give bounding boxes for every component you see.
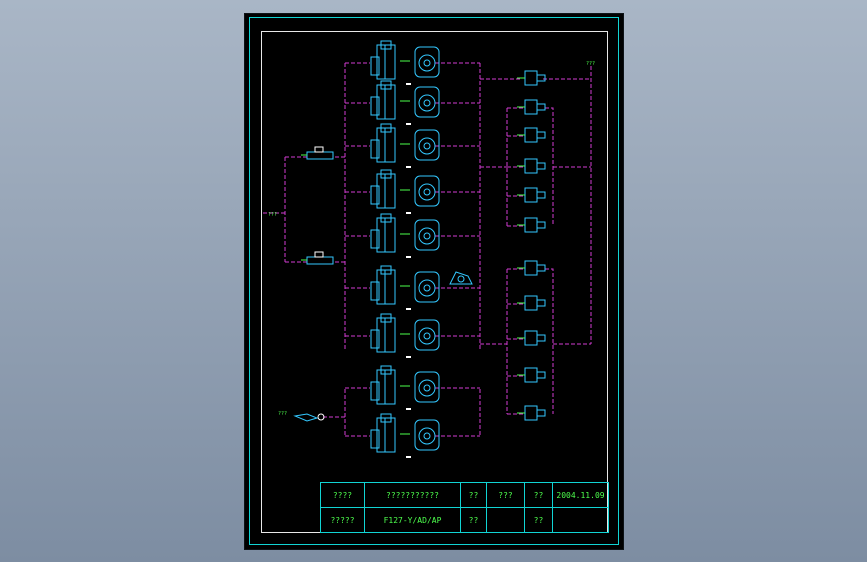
reducer-icon [517, 260, 546, 276]
reducer-icon [517, 127, 546, 143]
gear-unit-icon [370, 80, 440, 125]
reducer-icon [517, 158, 546, 174]
reducer-icon [517, 330, 546, 346]
motor-icon [293, 413, 325, 422]
reducer-icon [517, 295, 546, 311]
gear-unit-icon [370, 213, 440, 258]
outer-frame [249, 17, 619, 545]
motor-icon [301, 146, 334, 160]
date-cell: 2004.11.09 [552, 482, 609, 508]
gear-unit-icon [370, 313, 440, 358]
title-row-2: ????? F127-Y/AD/AP ?? ?? [320, 507, 609, 533]
drawing-sheet: ??? ??? ??? ???? ??????????? ?? ??? ?? 2… [244, 13, 624, 550]
leader-lines [263, 62, 592, 437]
title-cell [552, 507, 609, 533]
drawing-number-cell: F127-Y/AD/AP [364, 507, 461, 533]
title-cell: ???? [320, 482, 365, 508]
reducer-icon [517, 217, 546, 233]
motor-icon [301, 251, 334, 265]
gear-unit-icon [370, 413, 440, 458]
title-row-1: ???? ??????????? ?? ??? ?? 2004.11.09 [320, 482, 609, 508]
gear-unit-icon [370, 40, 440, 85]
gear-unit-icon [370, 123, 440, 168]
title-cell: ??????????? [364, 482, 461, 508]
label-left-mid: ??? [268, 212, 278, 218]
title-block: ???? ??????????? ?? ??? ?? 2004.11.09 ??… [320, 482, 609, 533]
reducer-icon [517, 187, 546, 203]
housing-icon [449, 271, 473, 285]
title-cell: ?? [524, 507, 553, 533]
title-cell: ????? [320, 507, 365, 533]
title-cell: ?? [460, 482, 487, 508]
label-bottom-left: ??? [278, 411, 288, 417]
label-top-right: ??? [586, 61, 596, 67]
title-cell [486, 507, 525, 533]
reducer-icon [517, 367, 546, 383]
title-cell: ?? [460, 507, 487, 533]
gear-unit-icon [370, 265, 440, 310]
reducer-icon [517, 99, 546, 115]
title-cell: ?? [524, 482, 553, 508]
reducer-icon [517, 70, 546, 86]
inner-frame [261, 31, 608, 533]
reducer-icon [517, 405, 546, 421]
gear-unit-icon [370, 169, 440, 214]
gear-unit-drawings [293, 40, 546, 458]
gear-unit-variants-diagram [263, 40, 592, 458]
gear-unit-icon [370, 365, 440, 410]
title-cell: ??? [486, 482, 525, 508]
